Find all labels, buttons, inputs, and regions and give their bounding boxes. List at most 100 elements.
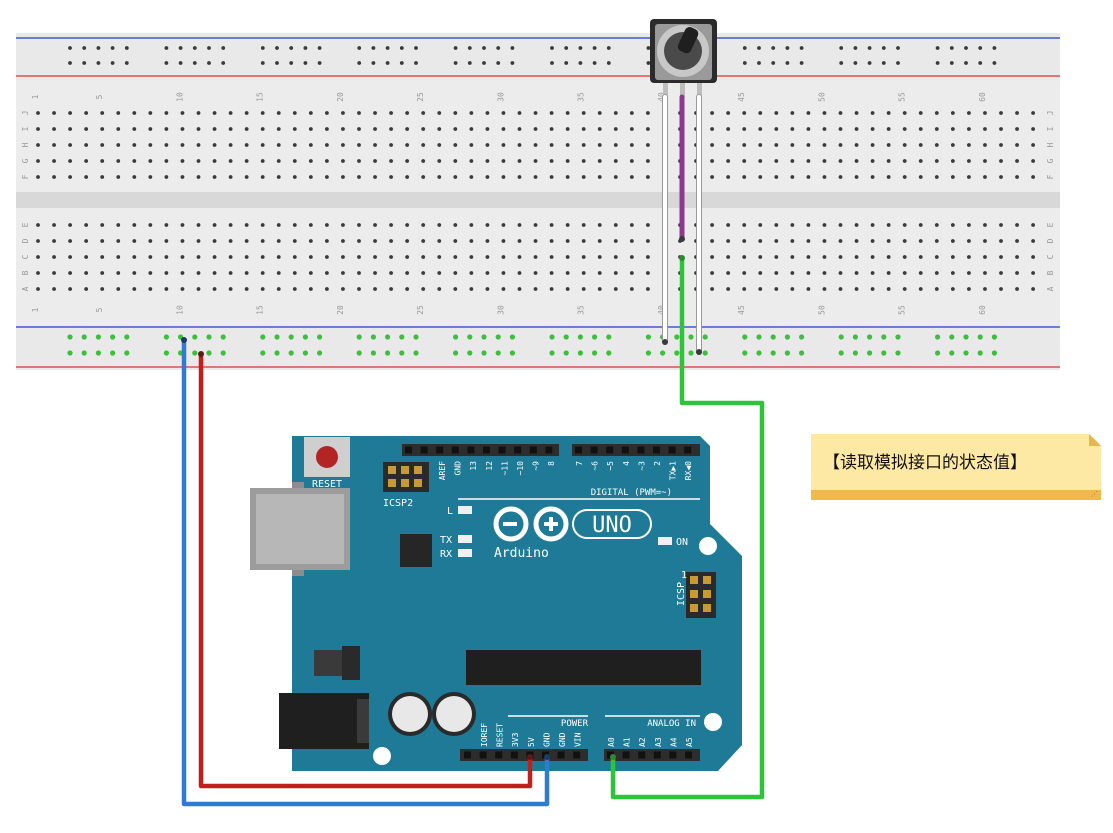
breadboard-hole [84,127,89,131]
breadboard-hole [710,111,714,115]
blue-wire-gnd[interactable] [181,337,550,807]
header-pin [495,751,503,759]
breadboard-hole [597,223,602,227]
rail-hole-active [949,350,955,356]
green-wire-signal[interactable] [610,255,765,800]
rail-hole-active [481,334,487,340]
breadboard-hole [325,287,329,291]
breadboard-hole [116,271,121,275]
breadboard-hole [854,143,859,147]
breadboard-hole [758,287,763,291]
breadboard-hole [260,175,265,179]
rail-hole [510,61,515,65]
breadboard-hole [597,287,602,291]
breadboard-hole [276,127,281,131]
breadboard-hole [421,143,426,147]
rail-hole [275,46,279,50]
breadboard-hole [902,287,907,291]
rail-hole [221,61,226,65]
breadboard-hole [341,159,345,163]
rail-hole [949,61,954,65]
breadboard-hole [902,223,907,227]
breadboard-hole [100,111,105,115]
breadboard-hole [597,111,602,115]
breadboard-hole [533,159,538,163]
breadboard-hole [389,159,393,163]
reset-button[interactable] [316,446,338,468]
breadboard-hole [742,127,747,131]
row-letter: A [1046,286,1055,291]
column-number: 40 [657,305,666,315]
breadboard-hole [597,159,602,163]
breadboard-hole [373,175,377,179]
column-number: 15 [256,305,265,315]
rail-hole-active [838,350,844,356]
potentiometer[interactable] [650,19,717,97]
row-letter: D [1046,238,1055,243]
breadboard-hole [389,271,393,275]
red-wire-5v[interactable] [198,351,533,789]
row-letter: D [21,238,30,243]
breadboard-hole [565,143,570,147]
breadboard-hole [501,143,506,147]
breadboard-hole [533,239,538,243]
rail-hole-active [385,350,391,356]
header-pin [514,446,522,454]
analog-label: ANALOG IN [647,719,696,729]
breadboard-hole [68,143,72,147]
pin-label: ~6 [591,461,600,471]
rail-hole [867,61,872,65]
rail-hole-active [206,350,212,356]
header-pin [573,751,581,759]
breadboard-hole [822,287,827,291]
logo-left-loop [493,506,529,542]
note-resize-grip[interactable]: ⋰ [1091,490,1098,498]
led-rx [458,549,472,557]
breadboard-hole [116,223,121,227]
breadboard-hole [373,287,377,291]
digital-label: DIGITAL (PWM=~) [591,488,672,498]
rail-hole [646,46,651,50]
breadboard-hole [710,255,714,259]
digital-header-holes [405,446,692,454]
rail-hole-active [260,334,266,340]
breadboard-hole [710,175,714,179]
breadboard-hole [902,159,907,163]
breadboard-hole [453,271,458,275]
rail-hole [935,46,940,50]
breadboard-hole [950,287,955,291]
breadboard-hole [758,239,763,243]
pin-label: GND [542,732,551,747]
digital-header-right [572,444,700,456]
pin-label: 8 [547,461,556,466]
column-number: 10 [175,92,184,102]
breadboard-hole [886,159,891,163]
breadboard-hole [421,255,426,259]
breadboard-hole [68,159,72,163]
breadboard-hole [918,111,923,115]
breadboard-hole [260,143,265,147]
breadboard-hole [180,175,185,179]
led-l [458,506,472,514]
breadboard-hole [341,271,345,275]
logo-uno-pill [572,509,652,539]
breadboard-hole [934,239,939,243]
breadboard-hole [485,111,490,115]
breadboard-hole [84,271,89,275]
column-number: 10 [175,305,184,315]
rail-hole [124,61,129,65]
breadboard-hole [646,255,650,259]
breadboard-hole [405,127,410,131]
breadboard-hole [196,255,201,259]
breadboard-hole [581,287,586,291]
rail-hole-active [467,350,473,356]
rail-hole [935,61,940,65]
breadboard-hole [565,111,570,115]
breadboard-hole [421,223,426,227]
breadboard-hole [164,111,169,115]
breadboard-hole [180,239,185,243]
breadboard-hole [148,111,153,115]
breadboard-hole [870,127,875,131]
breadboard-hole [68,223,72,227]
arduino-logo: UNO Arduino [493,506,652,561]
